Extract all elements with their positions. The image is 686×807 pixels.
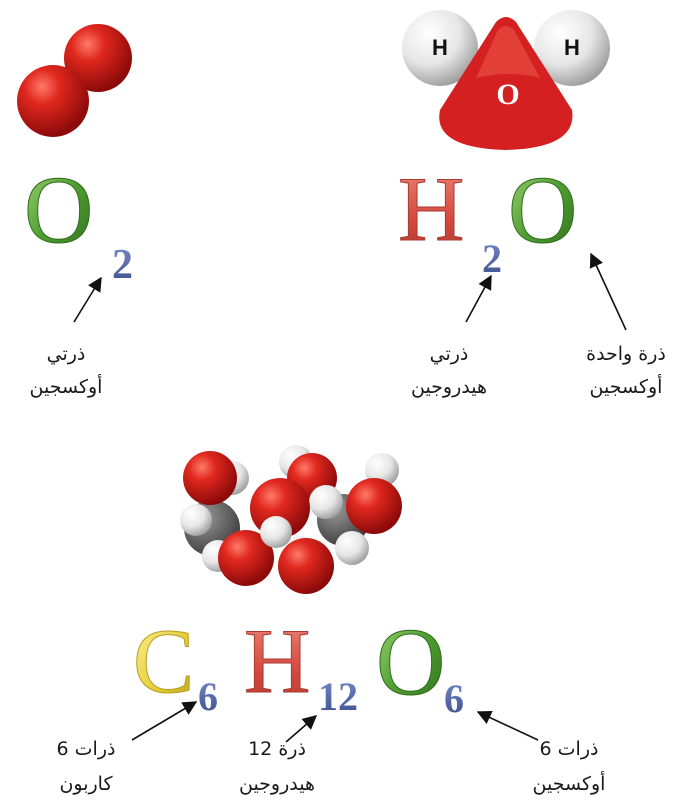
oxygen-atom-front: [17, 65, 89, 137]
o2-label: ذرتي أوكسجين: [30, 343, 103, 398]
glucose-carbon-label-line1: 6 ذرات: [57, 738, 116, 760]
glucose-oxygen-atom: [278, 538, 334, 594]
h2o-hydrogen-label: ذرتي هيدروجين: [411, 343, 487, 398]
glucose-formula-c-element: C: [133, 610, 194, 712]
glucose-hydrogen-label-line1: 12 ذرة: [248, 738, 306, 760]
h2o-hydrogen-label-line2: هيدروجين: [411, 376, 487, 398]
o2-label-line2: أوكسجين: [30, 374, 103, 398]
h2o-formula: H 2 O: [398, 156, 578, 282]
glucose-molecule-model: [180, 445, 402, 594]
glucose-oxygen-atom: [183, 451, 237, 505]
h2o-formula-h-subscript: 2: [482, 236, 502, 281]
h2o-hydrogen-arrow: [465, 274, 492, 323]
glucose-oxygen-arrow: [476, 710, 539, 741]
glucose-oxygen-label-line2: أوكسجين: [533, 771, 606, 795]
glucose-hydrogen-label: 12 ذرة هيدروجين: [239, 738, 315, 795]
oxygen-atom-highlight: [476, 26, 540, 78]
glucose-oxygen-atom: [346, 478, 402, 534]
h2o-formula-o-element: O: [508, 156, 577, 263]
glucose-hydrogen-atom: [335, 531, 369, 565]
h2o-oxygen-arrow: [589, 252, 627, 331]
o2-formula: O 2: [24, 156, 134, 289]
glucose-hydrogen-atom: [309, 485, 343, 519]
glucose-oxygen-label-line1: 6 ذرات: [540, 738, 599, 760]
glucose-carbon-label: 6 ذرات كاربون: [57, 738, 116, 795]
h2o-formula-h-element: H: [398, 158, 464, 260]
h2o-oxygen-label-line2: أوكسجين: [590, 374, 663, 398]
glucose-hydrogen-atom: [180, 504, 212, 536]
o2-label-line1: ذرتي: [47, 343, 86, 365]
oxygen-atom-center: [439, 17, 573, 150]
glucose-formula: C 6 H 12 O 6: [133, 608, 465, 722]
h2o-molecule-model: H O H: [402, 10, 610, 150]
glucose-carbon-arrow: [131, 701, 198, 741]
oxygen-atom-back: [64, 24, 132, 92]
glucose-hydrogen-atom: [260, 516, 292, 548]
h2o-oxygen-label-line1: ذرة واحدة: [586, 343, 666, 365]
glucose-oxygen-atom: [218, 530, 274, 586]
h2o-oxygen-label: ذرة واحدة أوكسجين: [586, 343, 666, 398]
h2o-hydrogen-label-line1: ذرتي: [430, 343, 469, 365]
h2o-model-o-center: O: [496, 78, 519, 111]
glucose-oxygen-label: 6 ذرات أوكسجين: [533, 738, 606, 795]
glucose-formula-o-element: O: [376, 608, 445, 715]
h2o-model-h-left: H: [432, 35, 448, 60]
glucose-formula-h-element: H: [244, 610, 310, 712]
h2o-model-h-right: H: [564, 35, 580, 60]
o2-arrow: [73, 276, 102, 323]
glucose-hydrogen-arrow: [285, 715, 318, 743]
glucose-formula-h-subscript: 12: [318, 674, 358, 719]
glucose-hydrogen-label-line2: هيدروجين: [239, 773, 315, 795]
glucose-formula-o-subscript: 6: [444, 676, 464, 721]
o2-formula-subscript: 2: [112, 242, 133, 288]
hydrogen-atom-right: [534, 10, 610, 86]
hydrogen-atom-left: [402, 10, 478, 86]
o2-molecule-model: [17, 24, 132, 137]
glucose-formula-c-subscript: 6: [198, 674, 218, 719]
o2-formula-element: O: [24, 156, 93, 263]
glucose-carbon-label-line2: كاربون: [59, 773, 113, 795]
